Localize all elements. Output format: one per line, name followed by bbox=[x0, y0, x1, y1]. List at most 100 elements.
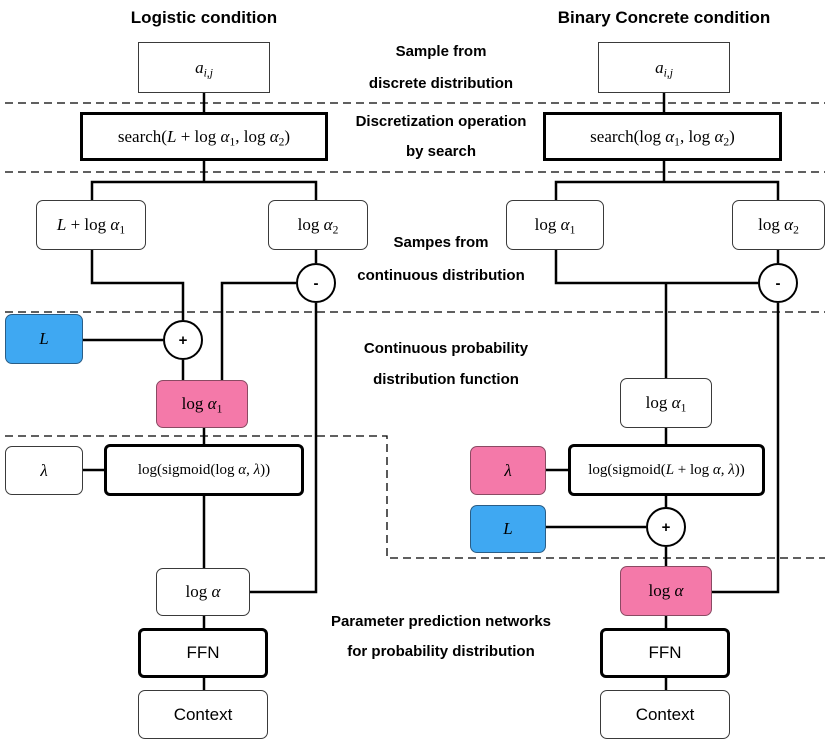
right-wire-logalpha1-to-minus bbox=[554, 250, 758, 285]
stage-parameter-line2: for probability distribution bbox=[347, 643, 535, 660]
right-title: Binary Concrete condition bbox=[557, 8, 771, 27]
search-function: search(log bbox=[590, 126, 666, 146]
stage-parameter-line1: Parameter prediction networks bbox=[330, 613, 552, 630]
log-text: log bbox=[758, 215, 785, 234]
left-discrete-sample-node: ai,j bbox=[138, 42, 270, 93]
stage-divider-pdf bbox=[5, 435, 825, 559]
subscript: 2 bbox=[278, 134, 285, 148]
left-context-node: Context bbox=[138, 690, 268, 739]
log-sigmoid-text: log(sigmoid( bbox=[588, 461, 666, 478]
context-label: Context bbox=[635, 704, 695, 724]
ffn-label: FFN bbox=[186, 643, 220, 662]
L-variable: L bbox=[166, 126, 177, 146]
plus-log-text: + log bbox=[176, 126, 221, 146]
right-log-alpha2-node: log α2 bbox=[732, 200, 825, 250]
subscript: 1 bbox=[229, 134, 236, 148]
stage-discretization-line1: Discretization operation bbox=[355, 113, 527, 130]
subscript: 2 bbox=[723, 134, 730, 148]
comma-log-text: , log bbox=[235, 126, 270, 146]
left-log-sigmoid-node: log(sigmoid(log α, λ)) bbox=[104, 444, 304, 496]
close-paren: ) bbox=[284, 126, 291, 146]
right-log-alpha-node: log α bbox=[620, 566, 712, 616]
subscript: 1 bbox=[119, 223, 126, 237]
left-ffn-node: FFN bbox=[138, 628, 268, 678]
math-label: log α1 bbox=[534, 215, 576, 236]
alpha-variable: α bbox=[323, 215, 333, 234]
left-title: Logistic condition bbox=[130, 8, 278, 27]
subscript: 1 bbox=[216, 402, 223, 416]
right-ffn-node: FFN bbox=[600, 628, 730, 678]
left-log-alpha1-node: log α1 bbox=[156, 380, 248, 428]
math-label: log(sigmoid(L + log α, λ)) bbox=[588, 462, 745, 479]
log-text: log bbox=[645, 393, 672, 412]
stage-pdf-line2: distribution function bbox=[373, 371, 519, 388]
math-label: log α bbox=[649, 581, 684, 601]
L-variable: L bbox=[39, 329, 49, 348]
search-function: search( bbox=[117, 126, 167, 146]
comma-text: , bbox=[720, 461, 729, 478]
alpha-variable: α bbox=[712, 461, 721, 478]
left-wire-minus-logalpha1 bbox=[220, 281, 296, 380]
lambda-variable: λ bbox=[728, 461, 735, 478]
alpha-variable: α bbox=[714, 126, 724, 146]
stage-discretization-line2: by search bbox=[405, 143, 477, 160]
math-label: log α1 bbox=[181, 394, 223, 416]
stage-continuous-line2: continuous distribution bbox=[357, 267, 525, 284]
comma-text: , bbox=[246, 461, 254, 478]
plus-log-text: + log bbox=[66, 215, 111, 234]
plus-log-text: + log bbox=[674, 461, 713, 478]
sample-subscript: i,j bbox=[663, 65, 673, 79]
right-plus-operator: + bbox=[646, 507, 686, 547]
log-text: log bbox=[297, 215, 324, 234]
alpha-variable: α bbox=[671, 393, 681, 412]
subscript: 2 bbox=[332, 223, 339, 237]
log-text: log bbox=[181, 394, 208, 413]
math-label: L + log α1 bbox=[57, 215, 126, 237]
left-minus-operator: - bbox=[296, 263, 336, 303]
alpha-variable: α bbox=[674, 581, 684, 600]
alpha-variable: α bbox=[207, 394, 217, 413]
right-wire-search-split bbox=[554, 180, 780, 200]
left-L-node: L bbox=[5, 314, 83, 364]
alpha-variable: α bbox=[560, 215, 570, 234]
context-label: Context bbox=[173, 704, 233, 724]
alpha-variable: α bbox=[238, 461, 247, 478]
sample-variable: a bbox=[195, 57, 204, 77]
left-wire-lplus-to-plus bbox=[90, 250, 185, 320]
alpha-variable: α bbox=[110, 215, 120, 234]
right-lambda-node: λ bbox=[470, 446, 546, 495]
right-minus-operator: - bbox=[758, 263, 798, 303]
math-label: log α bbox=[186, 582, 221, 602]
right-discrete-sample-node: ai,j bbox=[598, 42, 730, 93]
close-paren: )) bbox=[734, 461, 745, 478]
left-plus-operator: + bbox=[163, 320, 203, 360]
L-variable: L bbox=[503, 519, 513, 538]
right-log-alpha1-node: log α1 bbox=[620, 378, 712, 428]
right-L-node: L bbox=[470, 505, 546, 553]
math-label: log(sigmoid(log α, λ)) bbox=[138, 462, 270, 479]
math-label: ai,j bbox=[655, 57, 673, 79]
left-wire-search-split bbox=[90, 180, 318, 200]
sample-subscript: i,j bbox=[203, 65, 213, 79]
alpha-variable: α bbox=[211, 582, 221, 601]
log-text: log bbox=[648, 581, 675, 600]
alpha-variable: α bbox=[784, 215, 794, 234]
alpha-variable: α bbox=[220, 126, 230, 146]
ffn-label: FFN bbox=[648, 643, 682, 662]
sample-variable: a bbox=[655, 57, 664, 77]
stage-continuous-line1: Sampes from bbox=[393, 234, 489, 251]
lambda-variable: λ bbox=[253, 461, 261, 478]
right-wire-minus-logalpha bbox=[712, 303, 780, 594]
right-context-node: Context bbox=[600, 690, 730, 739]
stage-pdf-line1: Continuous probability bbox=[363, 340, 529, 357]
math-label: log α1 bbox=[645, 393, 687, 415]
log-text: log bbox=[534, 215, 561, 234]
math-label: ai,j bbox=[195, 57, 213, 79]
math-label: log α2 bbox=[758, 215, 799, 236]
right-log-sigmoid-node: log(sigmoid(L + log α, λ)) bbox=[568, 444, 765, 496]
right-search-node: search(log α1, log α2) bbox=[543, 112, 782, 161]
log-text: log bbox=[185, 582, 212, 601]
stage-sample-line2: discrete distribution bbox=[368, 75, 514, 92]
subscript: 1 bbox=[680, 401, 687, 415]
